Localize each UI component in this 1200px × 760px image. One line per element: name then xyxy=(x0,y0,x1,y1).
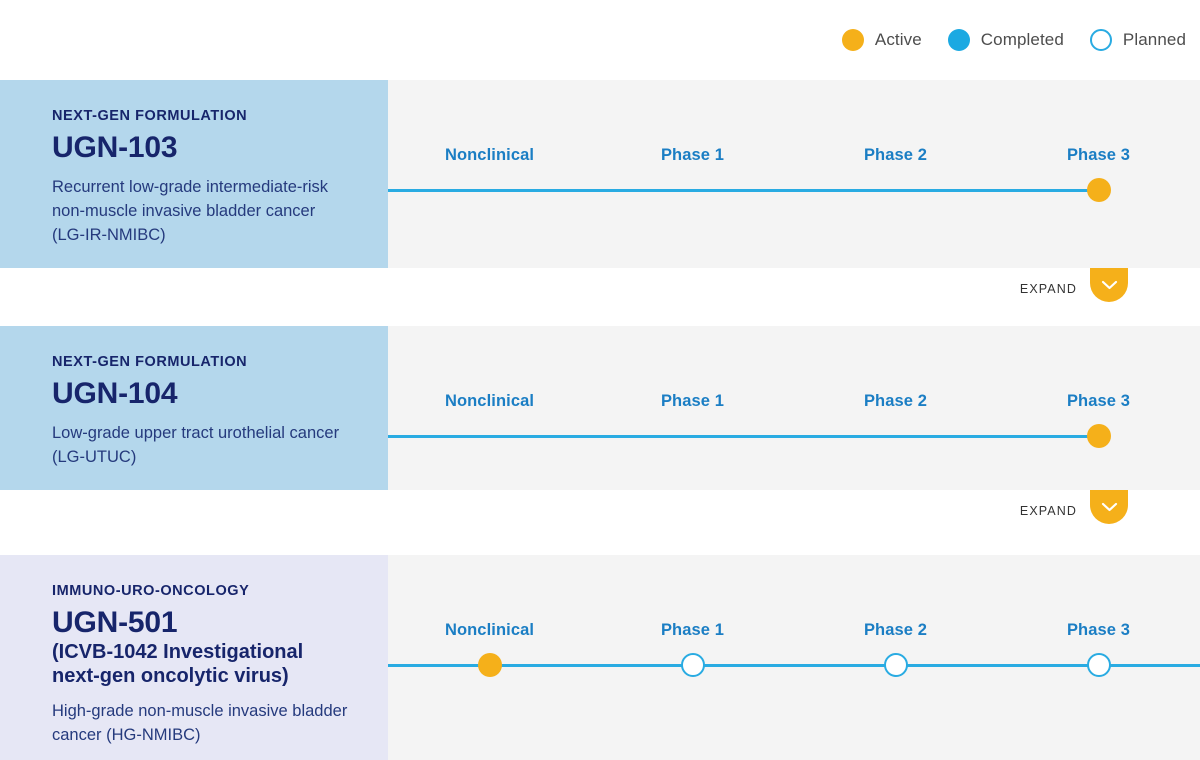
expand-button[interactable] xyxy=(1090,490,1128,524)
expand-row: EXPAND xyxy=(0,490,1200,548)
phase-node-planned xyxy=(883,653,908,677)
phase-label: Nonclinical xyxy=(444,146,535,164)
phase-track xyxy=(388,649,1200,681)
program-category: NEXT-GEN FORMULATION xyxy=(52,108,248,124)
legend-label: Planned xyxy=(1122,30,1186,49)
progress-line xyxy=(388,188,1099,192)
program-timeline: Nonclinical Phase 1 Phase 2 Phase 3 xyxy=(388,80,1200,268)
phase-label: Phase 3 xyxy=(1066,392,1131,410)
phase-node-slot xyxy=(997,174,1200,206)
legend-item-completed: Completed xyxy=(947,29,1064,51)
expand-label: EXPAND xyxy=(1019,282,1077,296)
chevron-down-icon xyxy=(1101,502,1117,512)
program-subtitle: (ICVB-1042 Investigational next-gen onco… xyxy=(52,640,304,688)
program-category: NEXT-GEN FORMULATION xyxy=(52,354,248,370)
phase-label-row: Nonclinical Phase 1 Phase 2 Phase 3 xyxy=(388,392,1200,411)
phase-node-slot xyxy=(794,649,997,681)
phase-node-slot xyxy=(997,649,1200,681)
legend-item-active: Active xyxy=(841,29,922,51)
chevron-down-icon xyxy=(1101,280,1117,290)
program-info-panel: IMMUNO-URO-ONCOLOGY UGN-501(ICVB-1042 Inv… xyxy=(0,555,388,760)
phase-node-slot xyxy=(794,174,997,206)
progress-line xyxy=(388,663,1200,667)
phase-label: Phase 1 xyxy=(660,621,725,639)
expand-row: EXPAND xyxy=(0,268,1200,326)
legend-item-planned: Planned xyxy=(1089,29,1186,51)
program-timeline: Nonclinical Phase 1 Phase 2 Phase 3 xyxy=(388,555,1200,760)
filled-circle-icon xyxy=(841,29,864,51)
phase-label: Phase 1 xyxy=(660,146,725,164)
program-card: IMMUNO-URO-ONCOLOGY UGN-501(ICVB-1042 Inv… xyxy=(0,555,1200,760)
phase-label: Phase 2 xyxy=(863,621,928,639)
program-card-body: IMMUNO-URO-ONCOLOGY UGN-501(ICVB-1042 Inv… xyxy=(0,555,1200,760)
phase-node-planned xyxy=(1086,653,1111,677)
phase-label-row: Nonclinical Phase 1 Phase 2 Phase 3 xyxy=(388,146,1200,165)
phase-label: Phase 2 xyxy=(863,146,928,164)
phase-node-slot xyxy=(591,420,794,452)
phase-node-active xyxy=(477,653,502,677)
outline-circle-icon xyxy=(1089,29,1112,51)
progress-line xyxy=(388,434,1099,438)
program-category: IMMUNO-URO-ONCOLOGY xyxy=(52,583,250,599)
phase-label: Phase 2 xyxy=(863,392,928,410)
legend-label: Active xyxy=(874,30,922,49)
legend-label: Completed xyxy=(980,30,1064,49)
legend: Active Completed Planned xyxy=(0,0,1200,80)
phase-label: Nonclinical xyxy=(444,392,535,410)
phase-label: Phase 3 xyxy=(1066,621,1131,639)
phase-track xyxy=(388,420,1200,452)
phase-label: Nonclinical xyxy=(444,621,535,639)
phase-label: Phase 3 xyxy=(1066,146,1131,164)
filled-circle-icon xyxy=(947,29,970,51)
expand-control[interactable]: EXPAND xyxy=(1020,268,1128,302)
phase-node-slot xyxy=(388,174,591,206)
expand-label: EXPAND xyxy=(1019,504,1077,518)
program-indication: Low-grade upper tract urothelial cancer … xyxy=(52,423,340,466)
phase-node-row xyxy=(388,649,1200,681)
program-timeline: Nonclinical Phase 1 Phase 2 Phase 3 xyxy=(388,326,1200,490)
phase-node-slot xyxy=(388,420,591,452)
phase-node-active xyxy=(1086,424,1111,448)
phase-node-slot xyxy=(591,174,794,206)
phase-node-slot xyxy=(997,420,1200,452)
program-indication: High-grade non-muscle invasive bladder c… xyxy=(52,701,348,744)
program-name: UGN-501 xyxy=(52,606,178,640)
phase-node-planned xyxy=(680,653,705,677)
phase-node-slot xyxy=(591,649,794,681)
program-indication: Recurrent low-grade intermediate-risk no… xyxy=(52,177,329,244)
phase-label-row: Nonclinical Phase 1 Phase 2 Phase 3 xyxy=(388,621,1200,640)
phase-label: Phase 1 xyxy=(660,392,725,410)
phase-node-slot xyxy=(794,420,997,452)
program-name: UGN-103 xyxy=(52,131,178,165)
phase-node-row xyxy=(388,420,1200,452)
phase-node-active xyxy=(1086,178,1111,202)
phase-node-slot xyxy=(388,649,591,681)
phase-track xyxy=(388,174,1200,206)
phase-node-row xyxy=(388,174,1200,206)
expand-button[interactable] xyxy=(1090,268,1128,302)
expand-control[interactable]: EXPAND xyxy=(1020,490,1128,524)
program-name: UGN-104 xyxy=(52,377,178,411)
